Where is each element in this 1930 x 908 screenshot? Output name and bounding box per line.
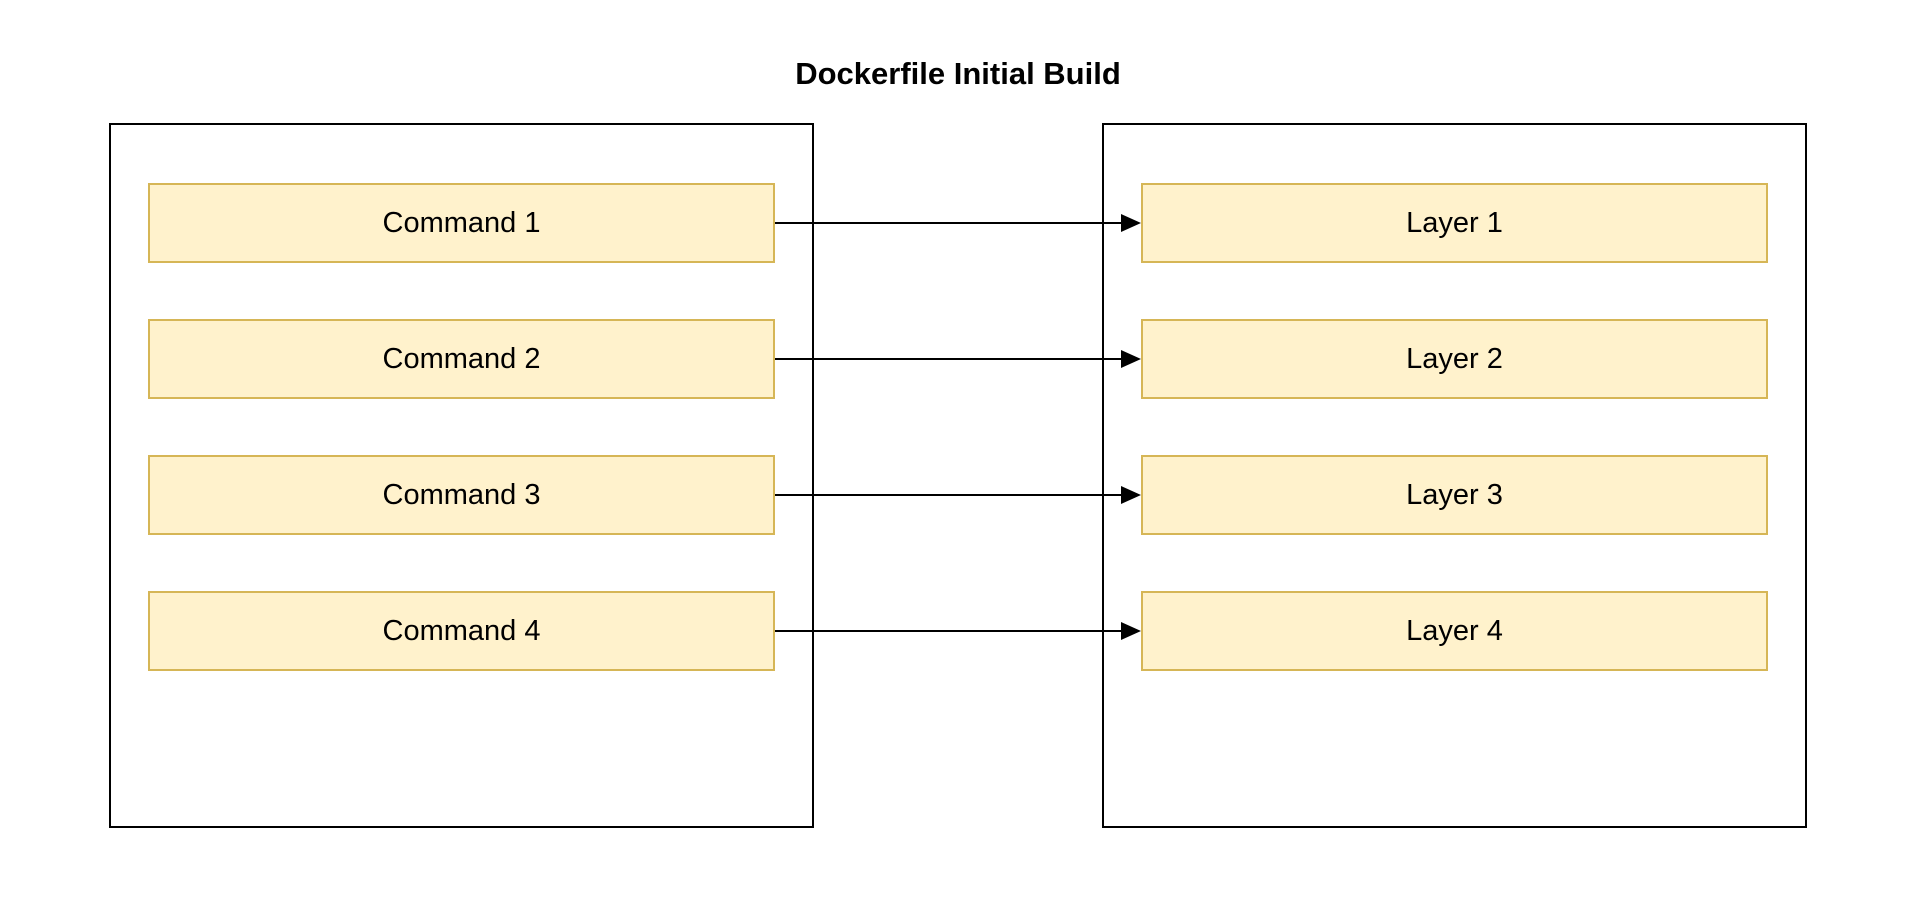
arrow-shaft — [775, 494, 1125, 496]
command-3-box: Command 3 — [148, 455, 775, 535]
layer-3-label: Layer 3 — [1406, 478, 1503, 511]
layer-3-box: Layer 3 — [1141, 455, 1768, 535]
arrowhead — [1121, 486, 1141, 504]
arrowhead — [1121, 622, 1141, 640]
arrowhead — [1121, 350, 1141, 368]
layer-4-label: Layer 4 — [1406, 614, 1503, 647]
command-4-box: Command 4 — [148, 591, 775, 671]
command-3-label: Command 3 — [382, 478, 541, 511]
arrow-shaft — [775, 630, 1125, 632]
layer-4-box: Layer 4 — [1141, 591, 1768, 671]
image-layers-container: Layer 1 Layer 2 Layer 3 Layer 4 — [1102, 123, 1807, 828]
diagram-title: Dockerfile Initial Build — [795, 56, 1121, 91]
arrow-shaft — [775, 358, 1125, 360]
arrow-shaft — [775, 222, 1125, 224]
layer-1-label: Layer 1 — [1406, 206, 1503, 239]
dockerfile-container: Command 1 Command 2 Command 3 Command 4 — [109, 123, 814, 828]
command-4-label: Command 4 — [382, 614, 541, 647]
command-2-label: Command 2 — [382, 342, 541, 375]
layer-2-label: Layer 2 — [1406, 342, 1503, 375]
layer-1-box: Layer 1 — [1141, 183, 1768, 263]
layer-2-box: Layer 2 — [1141, 319, 1768, 399]
command-1-label: Command 1 — [382, 206, 541, 239]
arrowhead — [1121, 214, 1141, 232]
command-2-box: Command 2 — [148, 319, 775, 399]
command-1-box: Command 1 — [148, 183, 775, 263]
